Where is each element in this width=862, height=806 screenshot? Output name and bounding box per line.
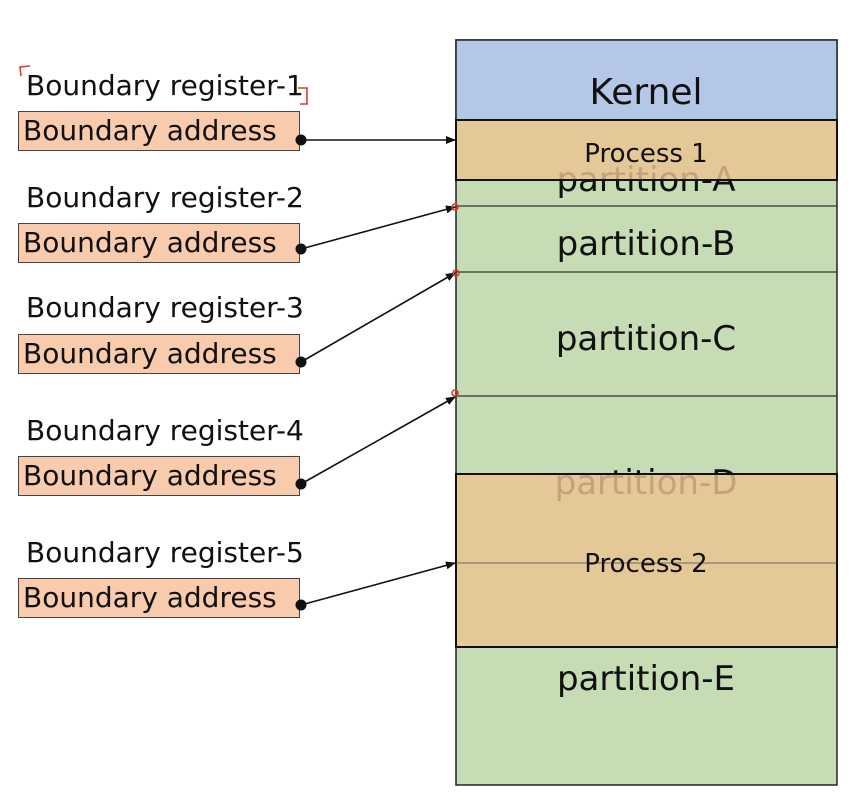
boundary-address-3-box: Boundary address: [18, 334, 300, 374]
boundary-register-3-label: Boundary register-3: [26, 291, 304, 324]
process-2-block: [455, 473, 838, 648]
annotation-mark-d: [451, 389, 459, 397]
pointer-dot-2: [295, 243, 307, 255]
annotation-mark-c: [452, 269, 460, 277]
partition-b-label: partition-B: [557, 224, 736, 264]
boundary-register-1-label: Boundary register-1: [26, 69, 304, 102]
annotation-bracket-right: [298, 87, 308, 105]
boundary-address-1-box: Boundary address: [18, 111, 300, 151]
pointer-dot-5: [295, 599, 307, 611]
boundary-address-5-box: Boundary address: [18, 578, 300, 618]
pointer-dot-3: [295, 356, 307, 368]
pointer-arrow-5: [300, 561, 456, 606]
partition-c-label: partition-C: [556, 319, 736, 359]
partition-e-label: partition-E: [557, 659, 735, 699]
boundary-register-4-label: Boundary register-4: [26, 414, 304, 447]
boundary-register-2-label: Boundary register-2: [26, 181, 304, 214]
process-1-block: [455, 119, 838, 181]
process-2-label: Process 2: [584, 549, 707, 579]
annotation-bracket-left: [19, 65, 31, 77]
kernel-label: Kernel: [589, 72, 702, 113]
pointer-arrow-3: [300, 272, 456, 363]
process-1-label: Process 1: [584, 139, 707, 169]
boundary-address-4-box: Boundary address: [18, 456, 300, 496]
boundary-address-2-box: Boundary address: [18, 223, 300, 263]
annotation-mark-b: [451, 203, 459, 211]
pointer-dot-4: [295, 478, 307, 490]
pointer-dot-1: [295, 134, 307, 146]
pointer-arrow-4: [300, 396, 456, 485]
pointer-arrow-2: [300, 205, 456, 250]
boundary-register-5-label: Boundary register-5: [26, 536, 304, 569]
